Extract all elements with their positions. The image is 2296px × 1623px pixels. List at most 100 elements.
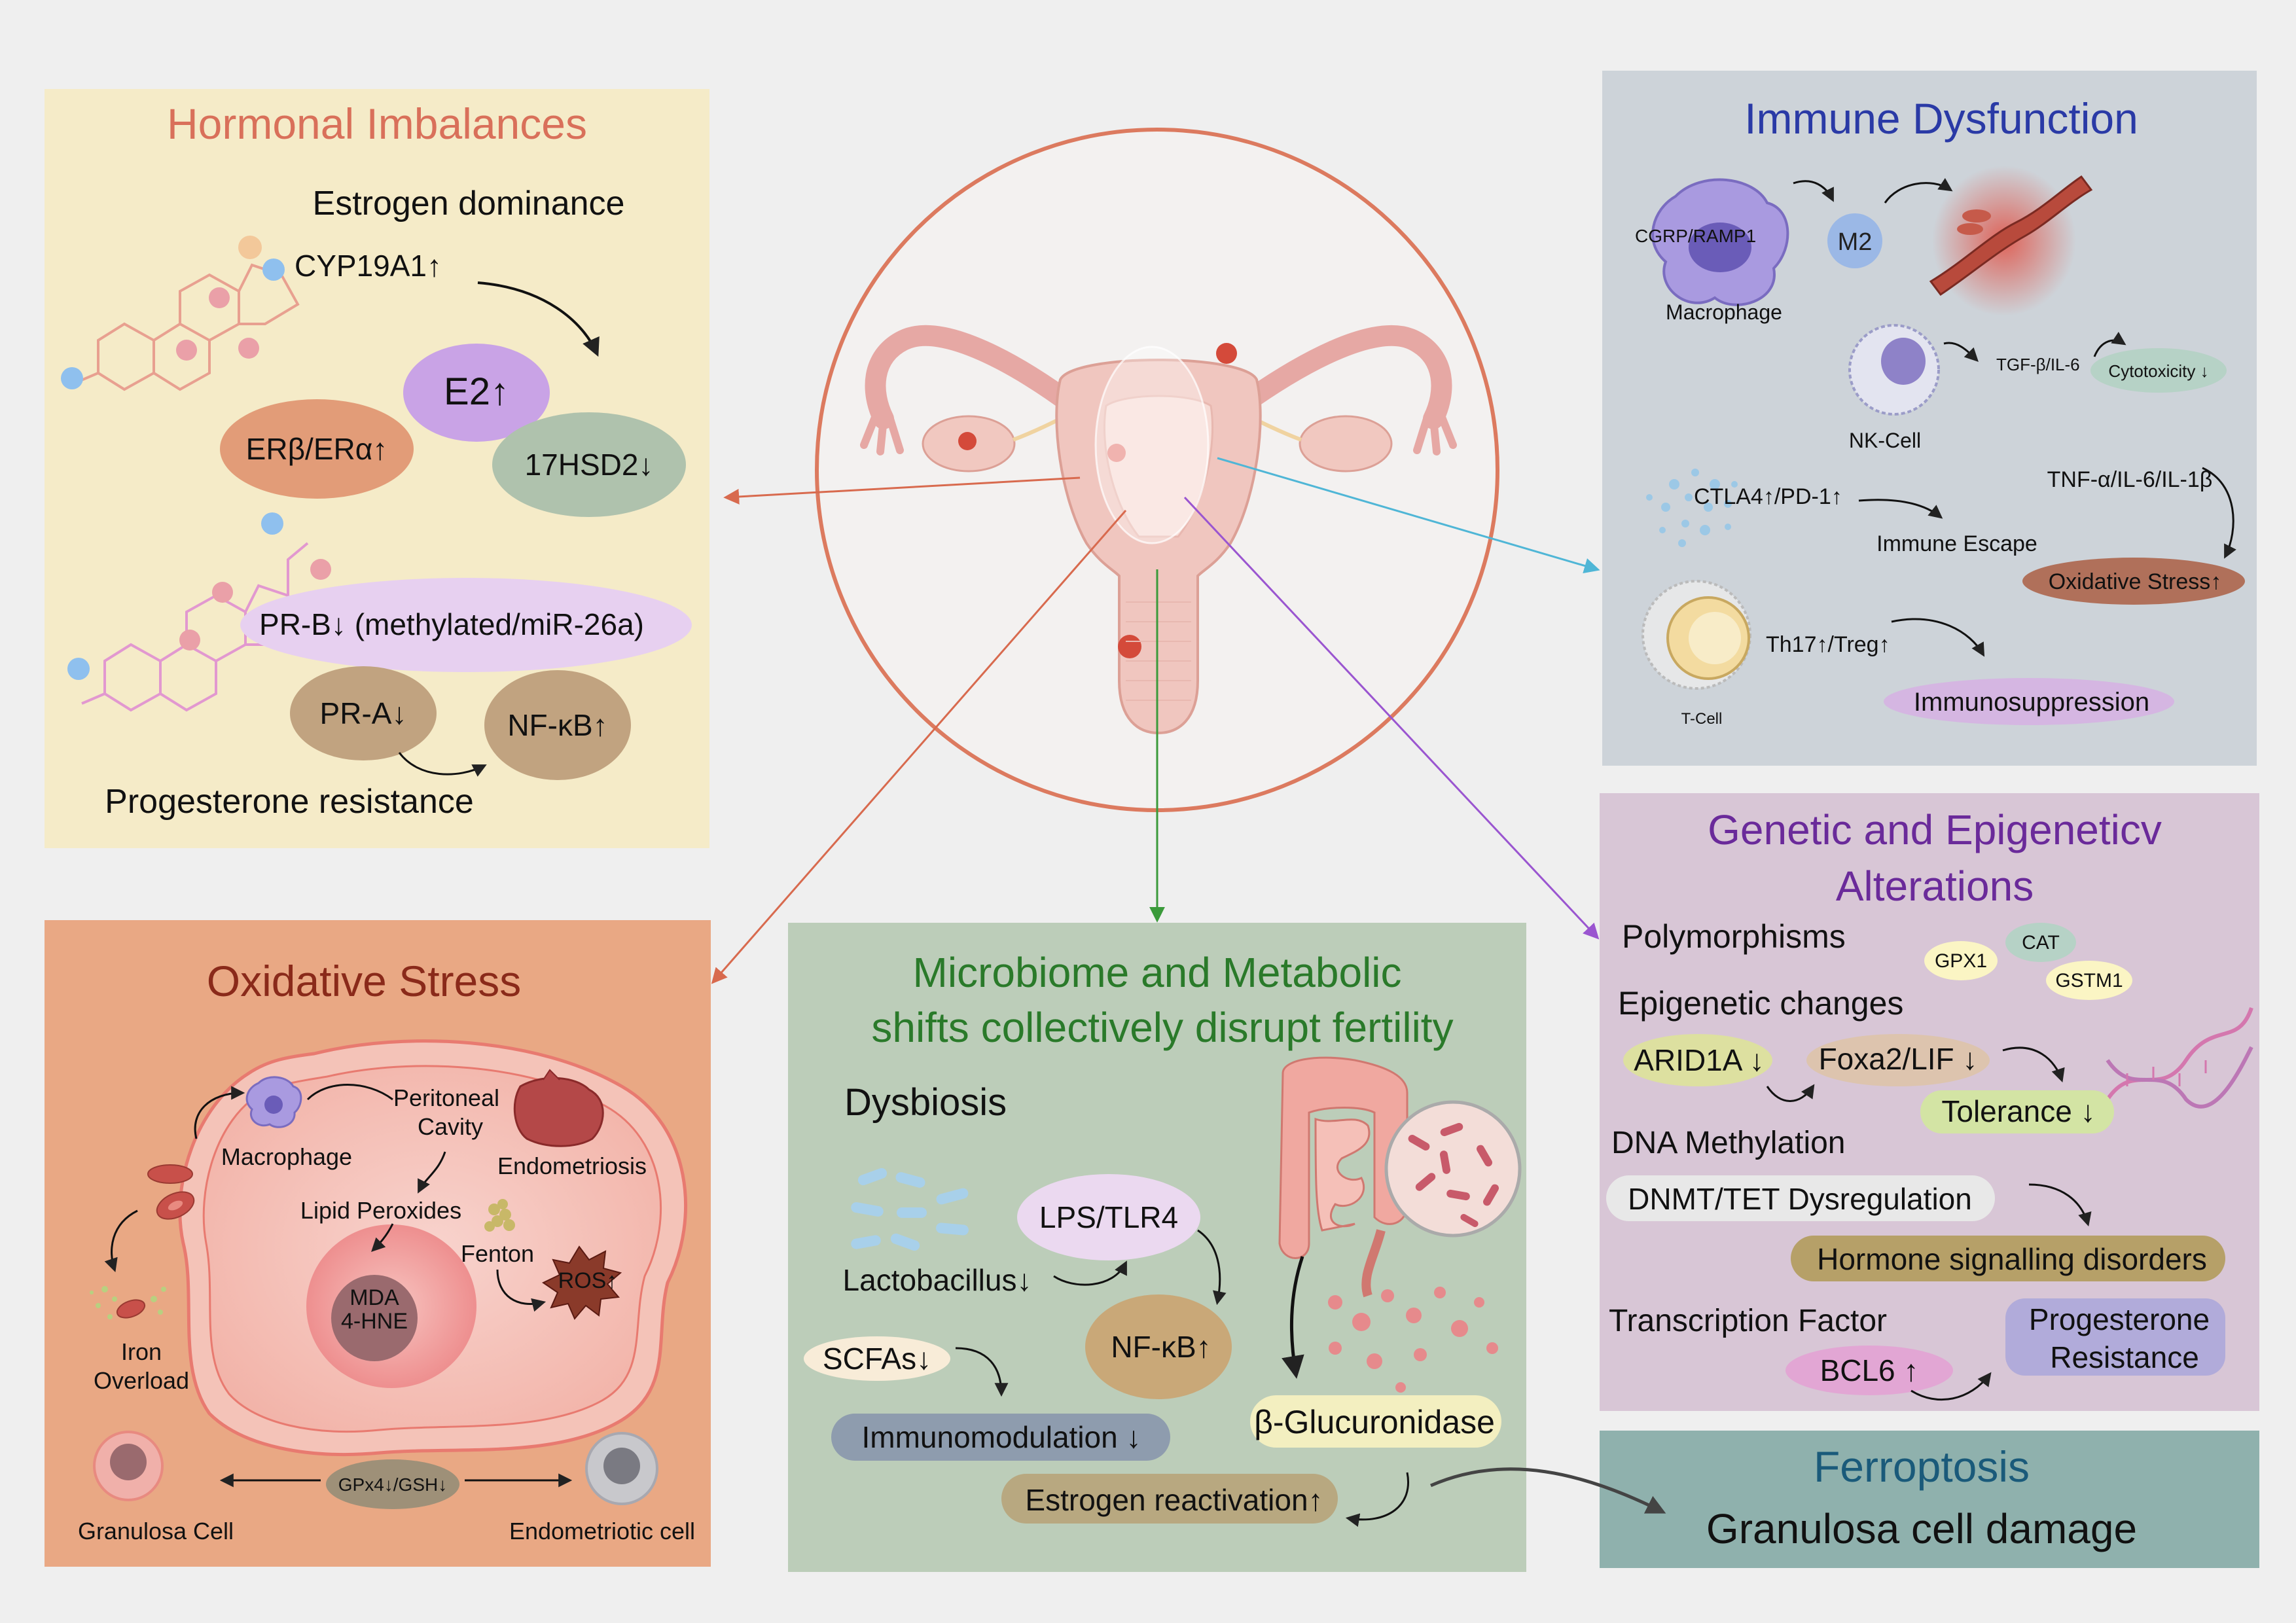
left-fallopian-tube-icon [865,325,1084,429]
progesterone-resistance-label: Progesterone resistance [105,783,474,821]
lps-nfkb-arrow [1197,1229,1227,1306]
right-ovary-icon [1299,415,1393,473]
endometriosis-label: Endometriosis [497,1152,647,1179]
pra-label: PR-A↓ [320,696,407,730]
estrogen-dominance-label: Estrogen dominance [313,185,625,223]
central-uterus [815,128,1499,812]
nk-tgf-arrow [1943,342,1979,362]
fenton-ros-arrow [496,1269,547,1312]
ros-label: ROS↑ [558,1268,618,1293]
estrogen-molecule-icon [75,263,300,391]
hormonal-title: Hormonal Imbalances [167,99,587,148]
oxidative-title: Oxidative Stress [207,957,522,1005]
th17-immunosuppression-arrow [1891,618,1985,657]
lactobacillus-lps-arrow [1053,1260,1127,1286]
genetic-title-line2: Alterations [1836,863,2034,910]
glucuronidase-label: β-Glucuronidase [1254,1404,1495,1440]
nk-cell-icon [1848,324,1940,416]
microbiome-panel: Microbiome and Metabolic shifts collecti… [788,923,1526,1572]
foxa2-tolerance-arrow [2002,1046,2065,1082]
dnmt-hormone-arrow [2028,1183,2092,1227]
genetic-progesterone-node [2005,1298,2225,1376]
arid1a-node [1623,1034,1772,1086]
lipid-mda-arrow [371,1223,394,1252]
gpx1-label: GPX1 [1935,950,1987,972]
tolerance-label: Tolerance ↓ [1941,1094,2095,1128]
e2-label: E2↑ [444,370,509,413]
hormone-signalling-label: Hormone signalling disorders [1817,1242,2207,1276]
hormone-signalling-node [1791,1236,2225,1281]
progesterone-atom-pink-1 [310,559,331,580]
dnmt-label: DNMT/TET Dysregulation [1628,1182,1972,1216]
pra-node [290,666,437,760]
macrophage-icon [1651,178,1789,306]
estrogen-reactivation-label: Estrogen reactivation↑ [1025,1483,1323,1517]
estrogen-atom-pink-3 [238,338,259,359]
arid1a-label: ARID1A ↓ [1634,1043,1764,1077]
center-immune-arrow [1217,457,1600,574]
oxidative-macrophage-icon [245,1076,302,1128]
foxa2-node [1806,1034,1990,1086]
ros-burst-icon [542,1245,622,1320]
prb-node [240,578,692,672]
e2-node [403,344,550,442]
lactobacillus-icon [851,1168,969,1251]
dnmt-node [1606,1175,1995,1221]
progesterone-atom-blue-1 [67,658,90,680]
hsd-label: 17HSD2↓ [525,448,654,482]
gpx4-node [326,1459,459,1509]
estrogen-ferroptosis-arrow [1429,1467,1666,1514]
cyp19a1-label: CYP19A1↑ [295,249,442,283]
genetic-title-line1: Genetic and Epigeneticv [1708,806,2162,853]
progesterone-atom-pink-3 [179,630,200,651]
endometriosis-icon [513,1077,604,1147]
immunomodulation-node [831,1414,1170,1461]
genetic-progesterone-line1: Progesterone [2029,1302,2210,1336]
gpx4-label: GPx4↓/GSH↓ [338,1474,447,1495]
gstm1-node [2046,961,2132,1000]
estrogen-atom-orange [238,236,262,259]
gstm1-label: GSTM1 [2055,970,2123,991]
right-fallopian-tube-icon [1230,325,1452,429]
immunomodulation-label: Immunomodulation ↓ [862,1420,1141,1454]
hormonal-nfkb-node [484,670,631,780]
bacteria-magnifier-icon [1384,1100,1522,1238]
microbiome-nfkb-node [1085,1294,1232,1399]
fenton-label: Fenton [461,1240,534,1267]
immune-oxidative-label: Oxidative Stress↑ [2049,569,2222,594]
cytotoxicity-node [2090,348,2227,393]
microbiome-title-line2: shifts collectively disrupt fertility [871,1004,1453,1051]
t-cell-label: T-Cell [1681,710,1723,728]
central-highlight-icon [1094,346,1210,544]
immune-macrophage-label: Macrophage [1666,300,1782,324]
mda-label: MDA [350,1285,399,1310]
iron-line1: Iron [121,1338,162,1365]
estrogen-atom-pink-1 [176,340,197,361]
cat-node [2005,923,2076,962]
dna-helix-icon [2106,1007,2253,1109]
tgf-cytotoxicity-arrow [2093,331,2126,357]
glucuronidase-estrogen-arrow [1345,1472,1409,1527]
immune-escape-label: Immune Escape [1876,531,2037,556]
right-fimbriae-icon [1413,408,1457,455]
hsd-node [492,412,686,517]
tgf-label: TGF-β/IL-6 [1996,355,2080,374]
hormonal-panel: Hormonal Imbalances Estrogen dominance C… [45,89,709,848]
ferroptosis-panel-bg [1600,1431,2259,1568]
bacteria-icon [1408,1122,1499,1227]
genetic-progesterone-line2: Resistance [2050,1340,2199,1374]
cgrp-label: CGRP/RAMP1 [1635,226,1756,246]
epigenetic-changes-label: Epigenetic changes [1618,985,1903,1022]
peritoneal-lipid-arrow [418,1151,446,1194]
iron-line2: Overload [94,1367,189,1394]
center-hormonal-arrow [723,476,1081,505]
rbc-macrophage-arrow [194,1086,245,1139]
dots-cluster-icon [1646,469,1738,547]
intestines-glucuronidase-arrow [1282,1256,1304,1379]
dysbiosis-label: Dysbiosis [844,1081,1007,1124]
scfas-label: SCFAs↓ [823,1342,931,1376]
er-label: ERβ/ERα↑ [246,432,388,466]
progesterone-atom-blue-2 [261,512,283,535]
m2-vessel-arrow [1884,177,1953,204]
